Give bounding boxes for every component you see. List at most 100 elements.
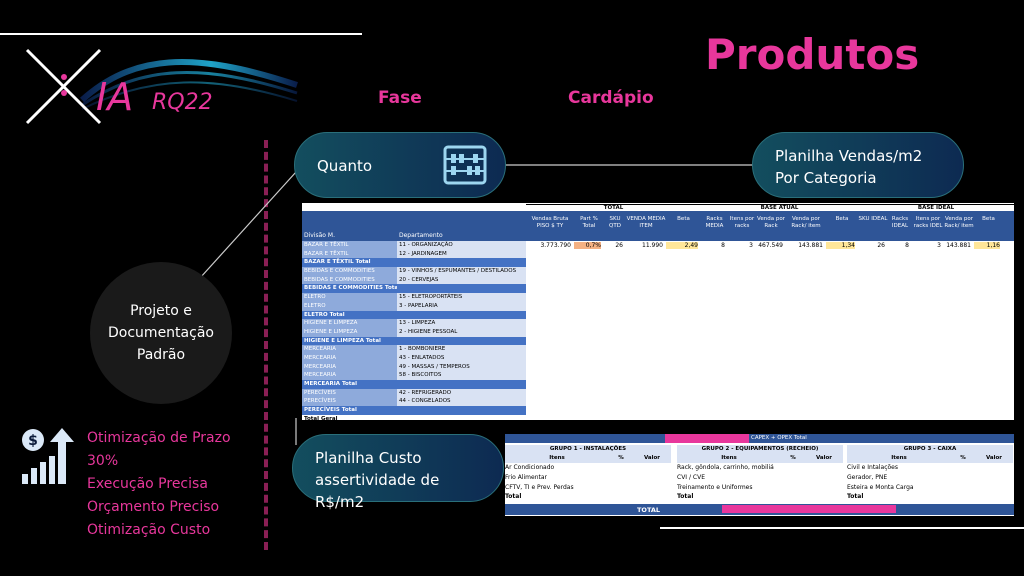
- divisao-cell: BAZAR E TÊXTIL: [302, 249, 397, 259]
- circle-line3: Padrão: [136, 347, 186, 363]
- custo-pill: Planilha Custo assertividade de R$/m2: [292, 434, 504, 511]
- cost-item: Ar Condicionado: [505, 464, 555, 471]
- column-header: %: [790, 455, 796, 461]
- top-divider: [0, 33, 362, 35]
- departamento-cell: [397, 336, 526, 346]
- column-header: Itens por racks IDEL: [913, 216, 943, 229]
- divisao-cell: ELETRO Total: [304, 311, 345, 318]
- departamento-header: Departamento: [399, 232, 443, 239]
- cost-item: Frio Alimentar: [505, 474, 547, 481]
- column-header: Beta: [677, 216, 690, 222]
- value-cell: 0,7%: [574, 242, 601, 249]
- departamento-cell: 12 - JARDINAGEM: [397, 249, 526, 259]
- divisao-cell: HIGIENE E LIMPEZA Total: [304, 337, 381, 344]
- value-cell: 3: [937, 242, 941, 249]
- column-header: %: [960, 455, 966, 461]
- divisao-cell: PERECÍVEIS: [302, 397, 397, 407]
- divisao-cell: PERECÍVEIS: [302, 388, 397, 398]
- group-title: GRUPO 2 - EQUIPAMENTOS (RECHEIO): [677, 445, 843, 454]
- svg-text:$: $: [28, 433, 38, 449]
- logo-wave-icon: [25, 48, 298, 125]
- column-header: Racks IDEAL: [891, 216, 909, 229]
- vendas-line2: Por Categoria: [775, 169, 877, 187]
- logo: IA RQ22: [22, 45, 312, 125]
- value-cell: 467.549: [758, 242, 783, 249]
- benefit-item: 30%: [87, 453, 119, 469]
- departamento-cell: 19 - VINHOS / ESPUMANTES / DESTILADOS: [397, 267, 526, 276]
- group-column-headers: Itens%Valor: [677, 454, 843, 463]
- value-cell: 26: [877, 242, 885, 249]
- total-highlight: [722, 505, 896, 513]
- departamento-cell: 44 - CONGELADOS: [397, 397, 526, 407]
- benefit-item: Orçamento Preciso: [87, 499, 220, 515]
- group-total: TOTAL: [526, 204, 701, 211]
- table-row: MERCEARIA Total: [302, 380, 526, 389]
- table-row: HIGIENE E LIMPEZA Total: [302, 336, 526, 346]
- departamento-cell: [397, 258, 526, 268]
- divisao-cell: MERCEARIA: [302, 345, 397, 354]
- fase-header: Fase: [378, 88, 422, 108]
- departamento-cell: 1 - BOMBONIERE: [397, 345, 526, 354]
- abacus-icon: [443, 145, 487, 185]
- capex-title: CAPEX + OPEX Total: [751, 435, 807, 441]
- departamento-cell: [397, 415, 526, 420]
- table-row: PERECÍVEIS Total: [302, 406, 526, 415]
- grand-total-label: TOTAL: [637, 506, 661, 514]
- value-cell: 8: [721, 242, 725, 249]
- group-title: GRUPO 3 - CAIXA: [847, 445, 1013, 454]
- table-row: BAZAR E TÊXTIL Total: [302, 258, 526, 268]
- benefit-item: Execução Precisa: [87, 476, 208, 492]
- sheet2-total-row: TOTAL: [505, 504, 1014, 515]
- column-header: Vendas Bruta PISO $ TY: [531, 216, 569, 229]
- group-total: Total: [847, 493, 864, 500]
- column-header: Beta: [982, 216, 995, 222]
- group-column-headers: Itens%Valor: [847, 454, 1013, 463]
- departamento-cell: 11 - ORGANIZAÇÃO: [397, 241, 526, 250]
- divisao-cell: ELETRO: [302, 293, 397, 302]
- divisao-cell: BEBIDAS E COMMODITIES: [302, 275, 397, 285]
- timeline-divider: [264, 140, 268, 550]
- cost-item: CFTV, TI e Prev. Perdas: [505, 484, 574, 491]
- divisao-cell: Total Geral: [304, 415, 338, 420]
- column-header: VENDA MEDIA ITEM: [626, 216, 666, 229]
- departamento-cell: [397, 380, 526, 389]
- sheet2-top-header: CAPEX + OPEX Total: [505, 434, 1014, 443]
- cost-item: Treinamento e Uniformes: [677, 484, 753, 491]
- column-header: Valor: [815, 455, 833, 461]
- departamento-cell: 13 - LIMPEZA: [397, 319, 526, 328]
- sheet1-groups: TOTAL BASE ATUAL BASE IDEAL: [526, 203, 1014, 212]
- divisao-cell: BEBIDAS E COMMODITIES Total: [304, 285, 397, 292]
- column-header: Valor: [643, 455, 661, 461]
- departamento-cell: [397, 310, 526, 320]
- cost-item: Civil e Intalações: [847, 464, 898, 471]
- quanto-label: Quanto: [317, 157, 373, 175]
- departamento-cell: 49 - MASSAS / TEMPEROS: [397, 362, 526, 372]
- logo-rq: RQ22: [152, 90, 213, 115]
- divisao-header: Divisão M.: [304, 232, 335, 239]
- value-cell: 1,34: [826, 242, 855, 249]
- group-title: GRUPO 1 - INSTALAÇÕES: [505, 445, 671, 454]
- column-header: Valor: [985, 455, 1003, 461]
- departamento-cell: 2 - HIGIENE PESSOAL: [397, 327, 526, 337]
- value-cell: 26: [615, 242, 623, 249]
- cost-item: Esteira e Monta Carga: [847, 484, 914, 491]
- bottom-divider: [660, 527, 1024, 529]
- divisao-cell: MERCEARIA: [302, 371, 397, 380]
- group-base-ideal: BASE IDEAL: [858, 204, 1014, 211]
- value-cell: 3: [749, 242, 753, 249]
- departamento-cell: 58 - BISCOITOS: [397, 371, 526, 380]
- divisao-cell: MERCEARIA Total: [304, 381, 357, 387]
- column-header: Racks MEDIA: [705, 216, 724, 229]
- divisao-cell: HIGIENE E LIMPEZA: [302, 327, 397, 337]
- highlight-bar: [665, 434, 749, 443]
